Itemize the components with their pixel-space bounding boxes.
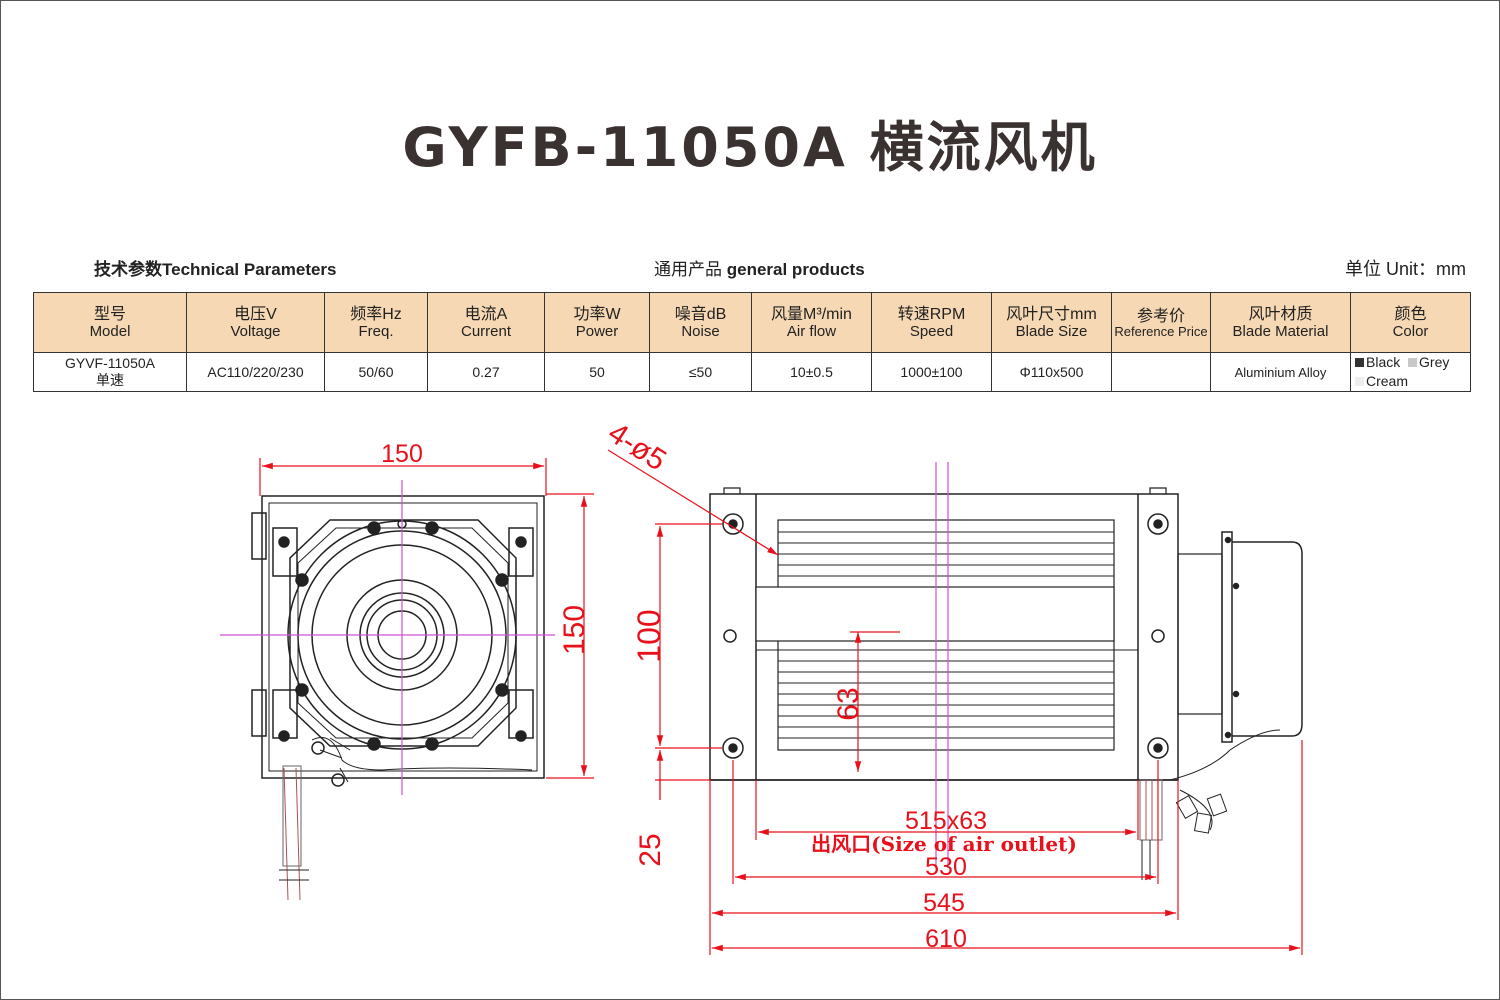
cell-speed: 1000±100 <box>871 352 992 392</box>
outlet-size-label: 515x63 <box>905 807 987 835</box>
cell-airflow: 10±0.5 <box>751 352 872 392</box>
color-grey: Grey <box>1419 354 1450 370</box>
side-view-outer-plate <box>261 495 545 779</box>
front-view <box>709 487 1303 880</box>
dim-545-label: 545 <box>923 889 965 917</box>
technical-parameters-heading: 技术参数Technical Parameters <box>94 255 337 280</box>
mount-hole-top-left <box>722 513 744 535</box>
color-black: Black <box>1366 354 1401 370</box>
cell-freq: 50/60 <box>324 352 428 392</box>
motor-body <box>1232 541 1303 737</box>
side-width-label: 150 <box>381 440 423 468</box>
front-view-center-lines <box>935 462 949 868</box>
clip-bottom-left <box>251 689 267 737</box>
outlet-height-label: 63 <box>832 687 865 720</box>
hole-spacing-label: 100 <box>631 609 667 662</box>
dim-610-label: 610 <box>925 925 967 953</box>
side-view-dimensions <box>259 458 594 779</box>
color-swatch-black <box>1355 358 1364 367</box>
tech-label-cn: 技术参数 <box>94 260 162 279</box>
general-label-cn: 通用产品 <box>654 260 722 279</box>
motor-flange-plate <box>1221 531 1233 743</box>
side-view-center-lines <box>220 480 555 795</box>
cell-noise: ≤50 <box>649 352 752 392</box>
general-label-en: general products <box>726 260 865 279</box>
mount-hole-bottom-left <box>722 737 744 759</box>
side-height-label: 150 <box>558 605 591 655</box>
color-swatch-cream <box>1355 377 1364 386</box>
cell-material: Aluminium Alloy <box>1210 352 1351 392</box>
cell-voltage: AC110/220/230 <box>186 352 325 392</box>
tech-label-en: Technical Parameters <box>162 260 337 279</box>
page-title: GYFB-11050A 横流风机 <box>402 116 1098 179</box>
side-view <box>251 495 545 901</box>
cell-color: Black Grey Cream <box>1350 352 1471 392</box>
mount-hole-bottom-right <box>1147 737 1169 759</box>
color-cream: Cream <box>1366 373 1409 389</box>
dim-530-label: 530 <box>925 853 967 881</box>
wire-bundle <box>282 765 302 867</box>
front-view-dimensions <box>607 449 1303 955</box>
cell-power: 50 <box>544 352 650 392</box>
mount-hole-top-right <box>1147 513 1169 535</box>
motor-flange <box>289 519 517 747</box>
front-wire-bundle <box>1139 779 1163 841</box>
blade-slats <box>778 531 1114 739</box>
bottom-offset-label: 25 <box>634 833 667 866</box>
clip-top-left <box>251 512 267 560</box>
color-swatch-grey <box>1408 358 1418 367</box>
general-products-heading: 通用产品 general products <box>654 255 865 280</box>
unit-label: 单位 Unit：mm <box>1345 259 1466 279</box>
center-support-bar <box>755 586 1115 642</box>
outlet-caption: 出风口(Size of air outlet) <box>811 832 1077 856</box>
cell-current: 0.27 <box>427 352 545 392</box>
